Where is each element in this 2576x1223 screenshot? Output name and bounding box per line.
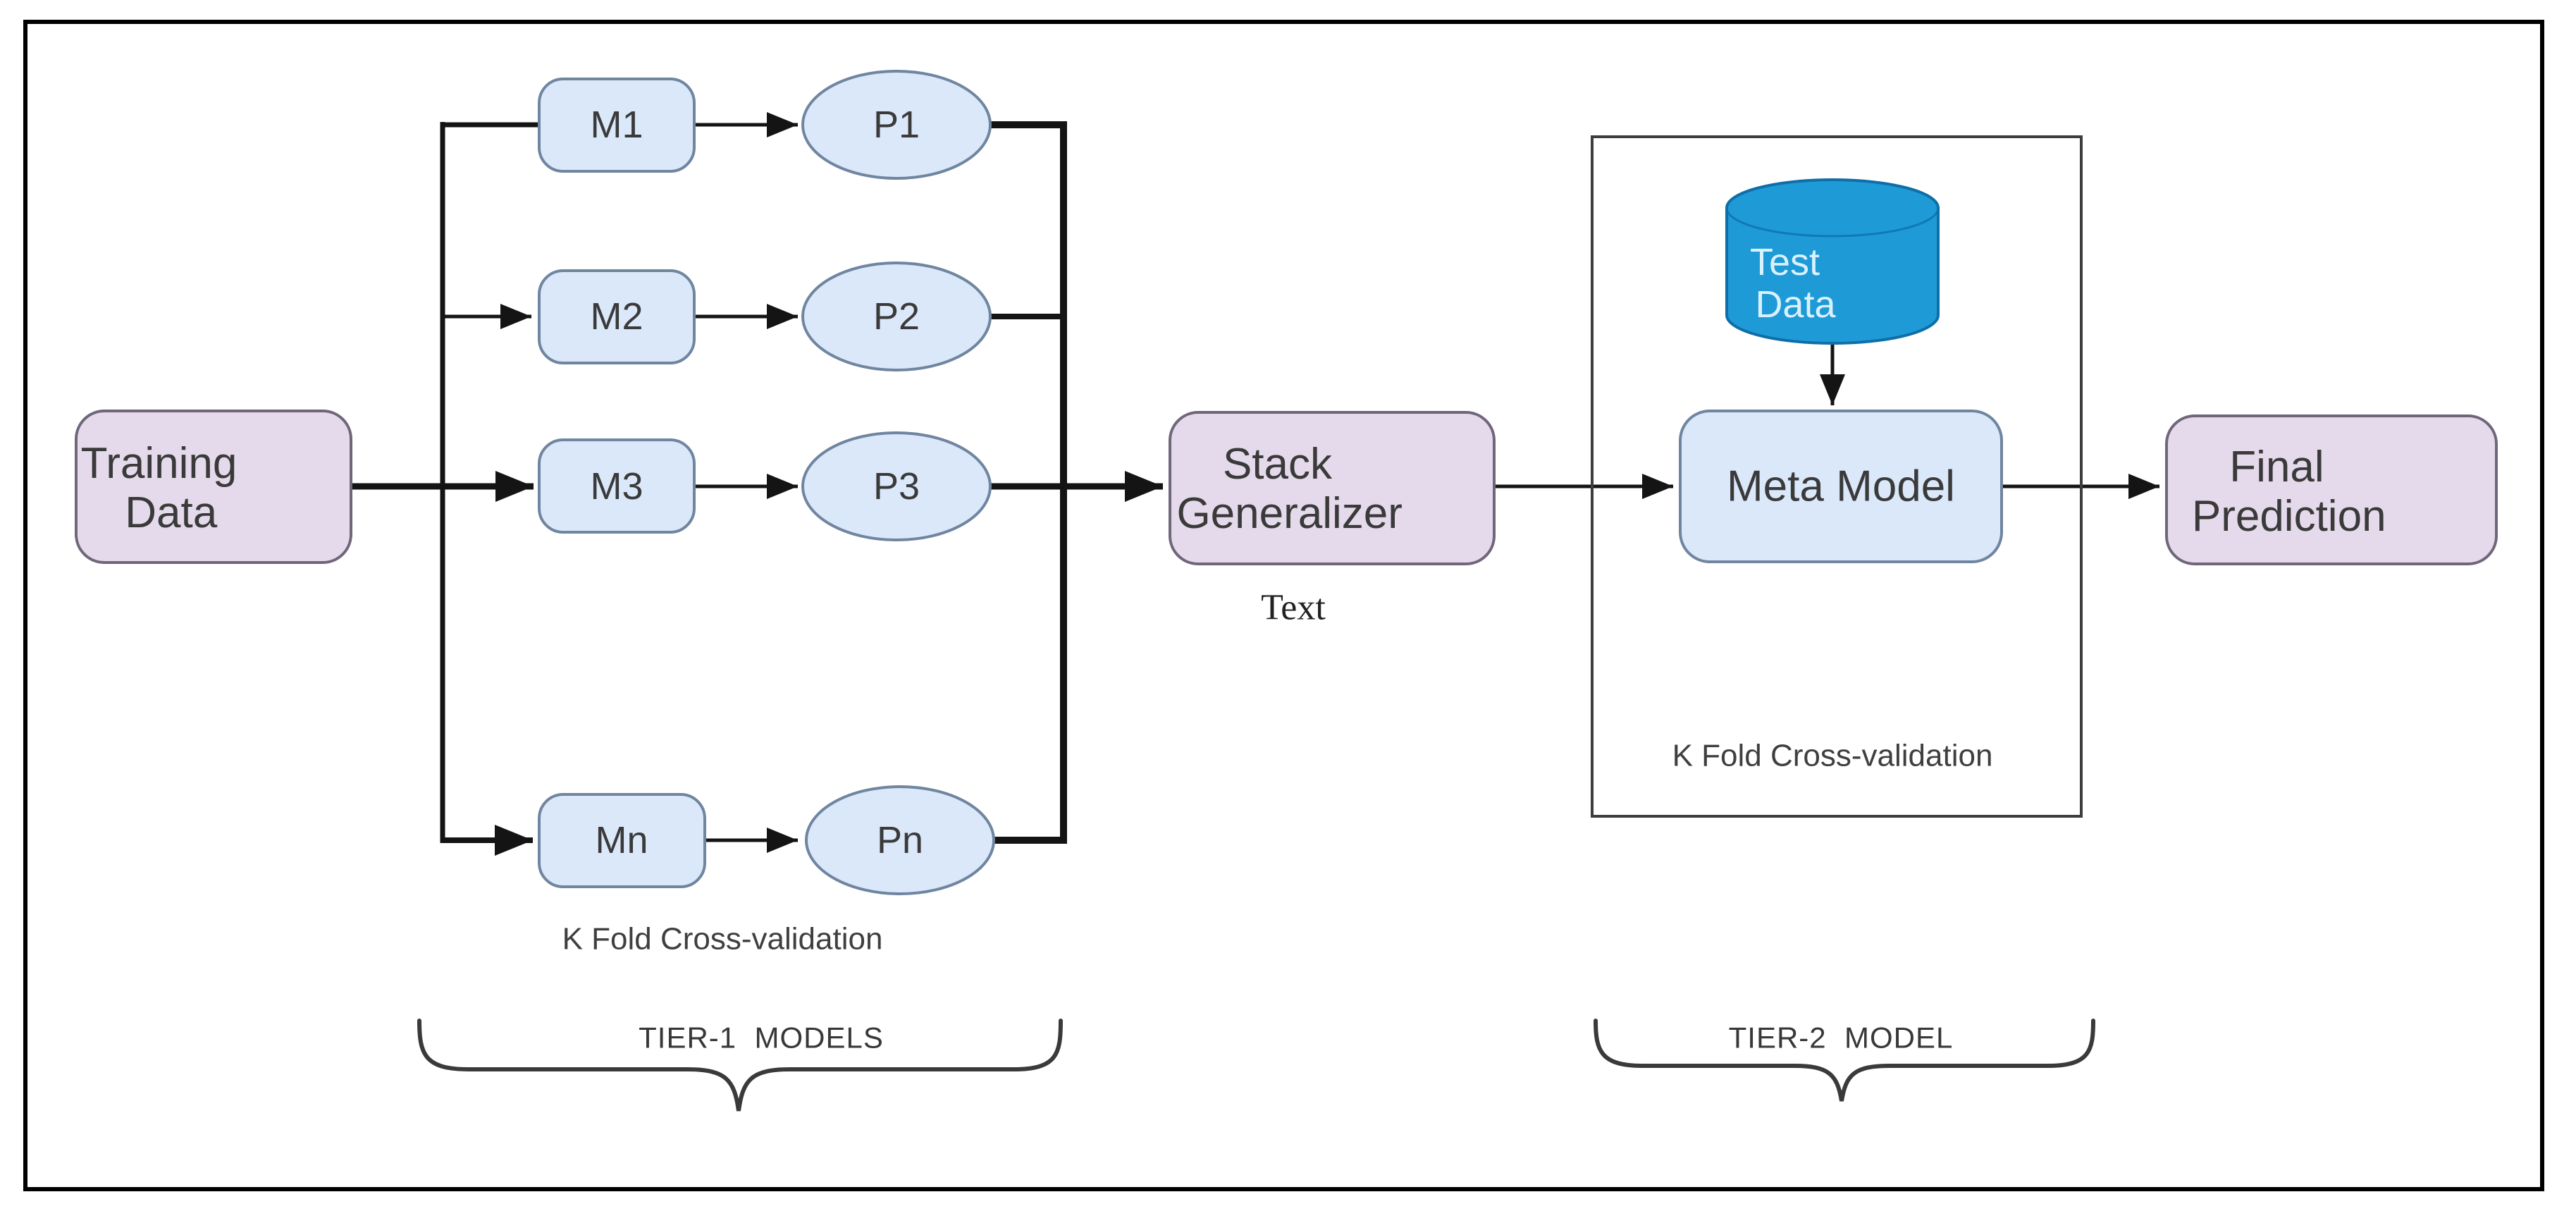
test-data-label: Test: [1750, 241, 1820, 283]
database-cylinder-icon: [1725, 178, 1940, 345]
m3-label: M3: [590, 465, 643, 508]
m2-label: M2: [590, 295, 643, 338]
m1-label: M1: [590, 104, 643, 146]
tier1-brace: [417, 1019, 1063, 1112]
tier2-brace: [1594, 1019, 2095, 1102]
node-test-data: Test Data: [0, 0, 1940, 345]
node-training-data: Training Data: [0, 0, 352, 564]
tier1-models-label: TIER-1 MODELS: [639, 1021, 884, 1055]
collector-line: [989, 121, 1067, 844]
stack-generalizer-label: Stack: [1223, 440, 1333, 488]
node-m3: M3: [538, 438, 696, 534]
tier2-container: [1591, 135, 2083, 818]
node-final-prediction: Final Prediction: [0, 0, 2498, 565]
node-m2: M2: [538, 269, 696, 364]
node-m1: M1: [538, 78, 696, 173]
tier1-kfold-note: K Fold Cross-validation: [562, 922, 883, 957]
p1-label: P1: [873, 104, 920, 146]
mn-label: Mn: [595, 819, 648, 861]
node-stack-generalizer: Stack Generalizer: [0, 0, 1496, 565]
tier2-kfold-note: K Fold Cross-validation: [1672, 739, 1993, 773]
svg-text:Stack Generalizer: Stack Generalizer: [0, 0, 1488, 538]
pn-label: Pn: [877, 819, 923, 861]
diagram-frame: [23, 20, 2544, 1191]
p3-label: P3: [873, 465, 920, 508]
tier2-model-label: TIER-2 MODEL: [1729, 1021, 1954, 1055]
svg-text:Test Data: Test Data: [0, 0, 1915, 326]
node-pn: Pn: [805, 785, 995, 895]
svg-text:Training Data: Training Data: [0, 0, 346, 537]
node-meta-model: Meta Model: [1679, 410, 2003, 563]
p2-label: P2: [873, 295, 920, 338]
node-p1: P1: [801, 70, 992, 180]
stack-generalizer-caption: Text: [1261, 588, 1326, 628]
node-mn: Mn: [538, 793, 706, 888]
final-prediction-label: Final: [2229, 443, 2324, 491]
svg-text:Final Prediction: Final Prediction: [0, 0, 2471, 541]
node-p2: P2: [801, 262, 992, 371]
node-p3: P3: [801, 431, 992, 541]
meta-model-label: Meta Model: [1727, 462, 1955, 511]
training-data-label: Training: [81, 439, 238, 488]
